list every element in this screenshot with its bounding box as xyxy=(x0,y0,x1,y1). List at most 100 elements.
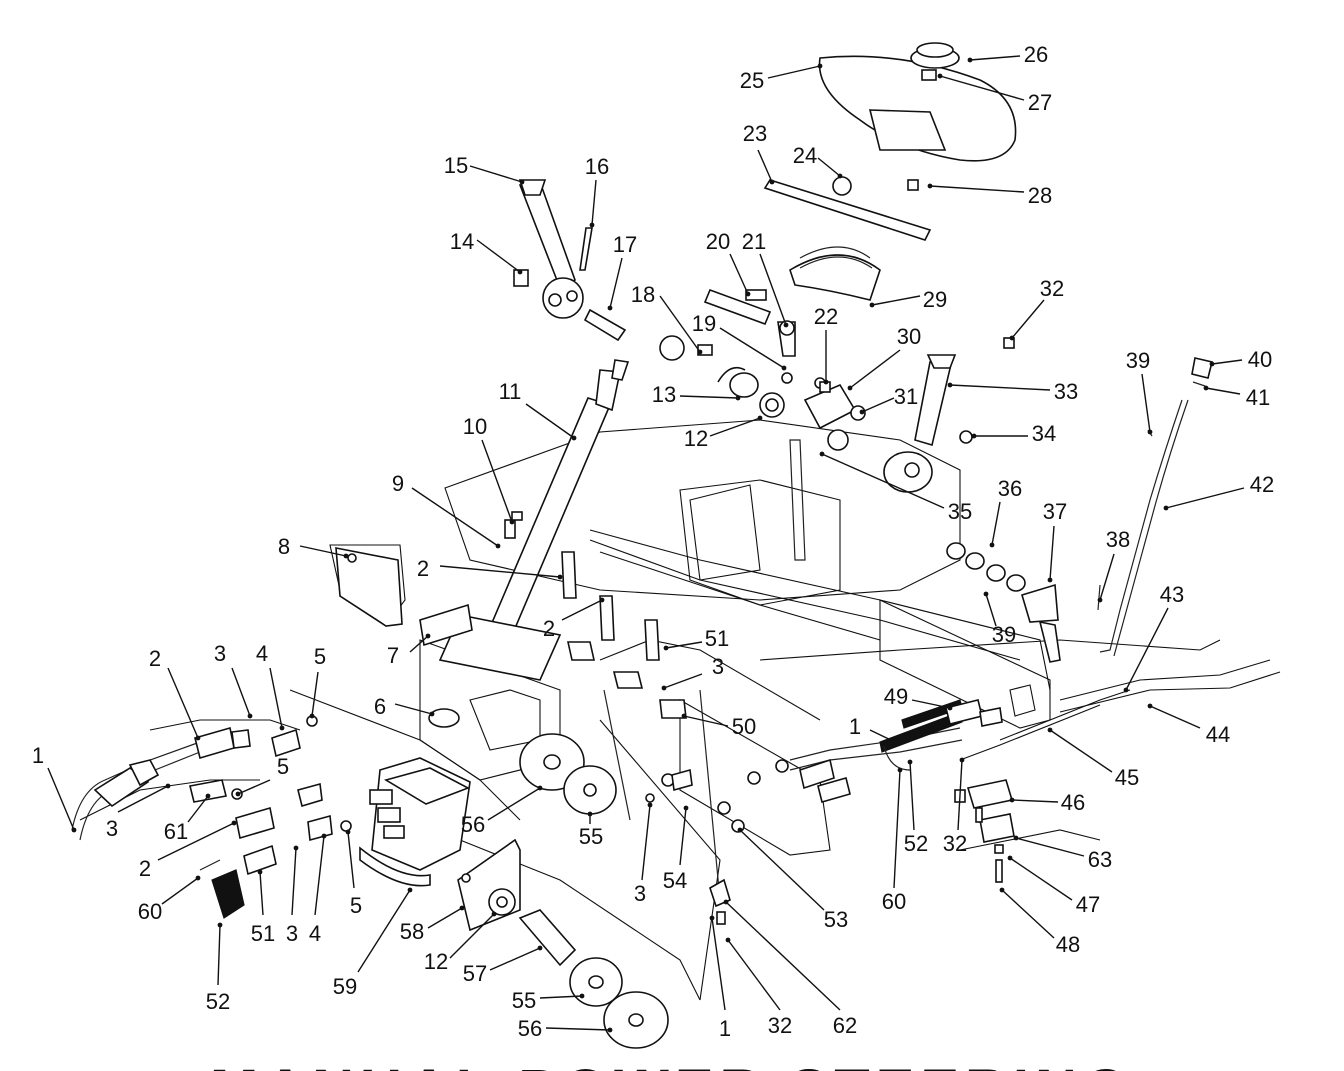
callout-leader xyxy=(1011,799,1059,803)
callout-label: 5 xyxy=(277,754,289,779)
callout-dot xyxy=(247,713,253,719)
callout-label: 46 xyxy=(1061,790,1085,815)
callout-label: 56 xyxy=(461,812,485,837)
callout-leader xyxy=(1205,387,1241,395)
callout-30: 30 xyxy=(847,324,921,391)
callout-leader xyxy=(727,939,781,1011)
callout-label: 60 xyxy=(138,899,162,924)
vertical-hose-fittings xyxy=(561,551,687,719)
callout-dot xyxy=(589,222,595,228)
callout-dot xyxy=(257,869,263,875)
callout-15: 15 xyxy=(444,153,525,185)
left-bracket xyxy=(335,547,473,647)
callout-dot xyxy=(235,791,241,797)
callout-label: 22 xyxy=(814,304,838,329)
callout-47: 47 xyxy=(1007,855,1100,917)
callout-51: 51 xyxy=(663,626,729,651)
callout-4: 4 xyxy=(309,833,327,946)
callout-leader xyxy=(849,349,901,389)
callout-leader xyxy=(311,671,319,717)
callout-leader xyxy=(739,829,825,911)
callout-leader xyxy=(909,761,915,831)
callout-14: 14 xyxy=(450,229,523,275)
callout-dot xyxy=(737,827,743,833)
callout-label: 18 xyxy=(631,282,655,307)
shaft-components xyxy=(659,288,831,561)
footer-title: MANUAL POWER STEERING xyxy=(210,1058,1134,1071)
callout-label: 6 xyxy=(374,694,386,719)
callout-51: 51 xyxy=(251,869,275,946)
callout-leader xyxy=(665,641,703,649)
callout-dot xyxy=(343,553,349,559)
callout-leader xyxy=(299,545,347,557)
callout-leader xyxy=(861,397,895,413)
callout-label: 30 xyxy=(897,324,921,349)
callout-32: 32 xyxy=(1009,276,1064,341)
callout-63: 63 xyxy=(1013,835,1112,872)
callout-52: 52 xyxy=(206,922,230,1014)
callout-dot xyxy=(1047,577,1053,583)
callout-56: 56 xyxy=(461,785,543,837)
callout-dot xyxy=(1009,797,1015,803)
callout-leader xyxy=(269,667,283,729)
callout-57: 57 xyxy=(463,945,543,986)
callout-label: 3 xyxy=(214,641,226,666)
callout-leader xyxy=(1141,373,1151,433)
callout-18: 18 xyxy=(631,282,703,355)
callout-label: 57 xyxy=(463,961,487,986)
callout-label: 32 xyxy=(943,831,967,856)
callout-dot xyxy=(725,937,731,943)
callout-26: 26 xyxy=(967,42,1048,67)
callout-label: 23 xyxy=(743,121,767,146)
callout-leader xyxy=(729,253,749,295)
steering-boot xyxy=(789,246,881,301)
callout-leader xyxy=(1049,729,1113,773)
callout-label: 39 xyxy=(992,622,1016,647)
callout-label: 27 xyxy=(1028,90,1052,115)
callout-46: 46 xyxy=(1009,790,1085,815)
callout-label: 53 xyxy=(824,907,848,932)
callout-leader xyxy=(157,822,235,861)
callout-dot xyxy=(892,739,898,745)
callout-2: 2 xyxy=(139,820,237,881)
callout-leader xyxy=(1165,487,1245,509)
callout-dot xyxy=(1047,727,1053,733)
callout-32: 32 xyxy=(725,937,792,1038)
callout-dot xyxy=(663,645,669,651)
steering-wheel xyxy=(818,42,1017,162)
callout-leader xyxy=(469,165,523,183)
callout-leader xyxy=(1211,359,1243,365)
callout-dot xyxy=(769,179,775,185)
callout-56: 56 xyxy=(518,1016,613,1041)
callout-55: 55 xyxy=(512,988,585,1013)
callout-dot xyxy=(557,574,563,580)
callout-dot xyxy=(537,945,543,951)
callout-label: 9 xyxy=(392,471,404,496)
callout-label: 44 xyxy=(1206,722,1230,747)
callout-dot xyxy=(907,759,913,765)
callout-label: 40 xyxy=(1248,347,1272,372)
callout-49: 49 xyxy=(884,684,953,711)
callout-42: 42 xyxy=(1163,472,1274,511)
callout-dot xyxy=(947,382,953,388)
callout-leader xyxy=(449,913,495,959)
callout-label: 45 xyxy=(1115,765,1139,790)
callout-leader xyxy=(609,257,623,309)
callout-label: 14 xyxy=(450,229,474,254)
callout-leader xyxy=(167,667,199,739)
callout-dot xyxy=(579,993,585,999)
callout-61: 61 xyxy=(164,793,211,844)
callout-dot xyxy=(959,757,965,763)
callout-leader xyxy=(259,871,264,916)
callout-dot xyxy=(1203,385,1209,391)
callout-leader xyxy=(969,55,1021,61)
callout-dot xyxy=(1123,687,1129,693)
callout-54: 54 xyxy=(663,805,689,893)
callout-leader xyxy=(719,327,785,369)
callout-dot xyxy=(1097,597,1103,603)
callout-dot xyxy=(165,783,171,789)
callout-label: 2 xyxy=(149,646,161,671)
callout-52: 52 xyxy=(904,759,928,856)
callout-50: 50 xyxy=(681,713,756,739)
callout-label: 1 xyxy=(719,1016,731,1041)
